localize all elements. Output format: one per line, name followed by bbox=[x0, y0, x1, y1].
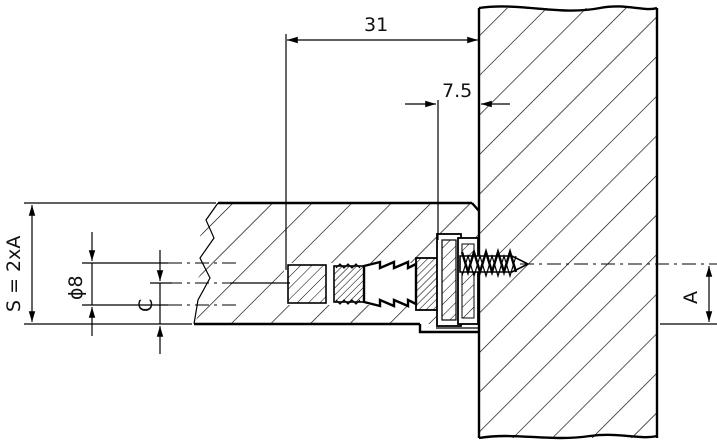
dimension-a bbox=[660, 266, 717, 325]
dim-a-label: A bbox=[680, 291, 702, 304]
dimension-s bbox=[24, 202, 216, 325]
dim-c-label: C bbox=[135, 299, 157, 312]
dim-7-5-label: 7.5 bbox=[442, 80, 472, 102]
dim-31-label: 31 bbox=[364, 14, 388, 36]
center-lines bbox=[168, 262, 717, 306]
wall-section bbox=[477, 5, 659, 440]
dim-s-label: S = 2xA bbox=[3, 236, 25, 312]
dimension-phi8 bbox=[82, 232, 168, 336]
dimension-31 bbox=[285, 34, 478, 270]
connector-assembly bbox=[284, 233, 530, 334]
dimension-c bbox=[150, 250, 172, 354]
dimension-7-5 bbox=[405, 100, 510, 240]
dim-phi8-label: ϕ8 bbox=[65, 275, 87, 300]
